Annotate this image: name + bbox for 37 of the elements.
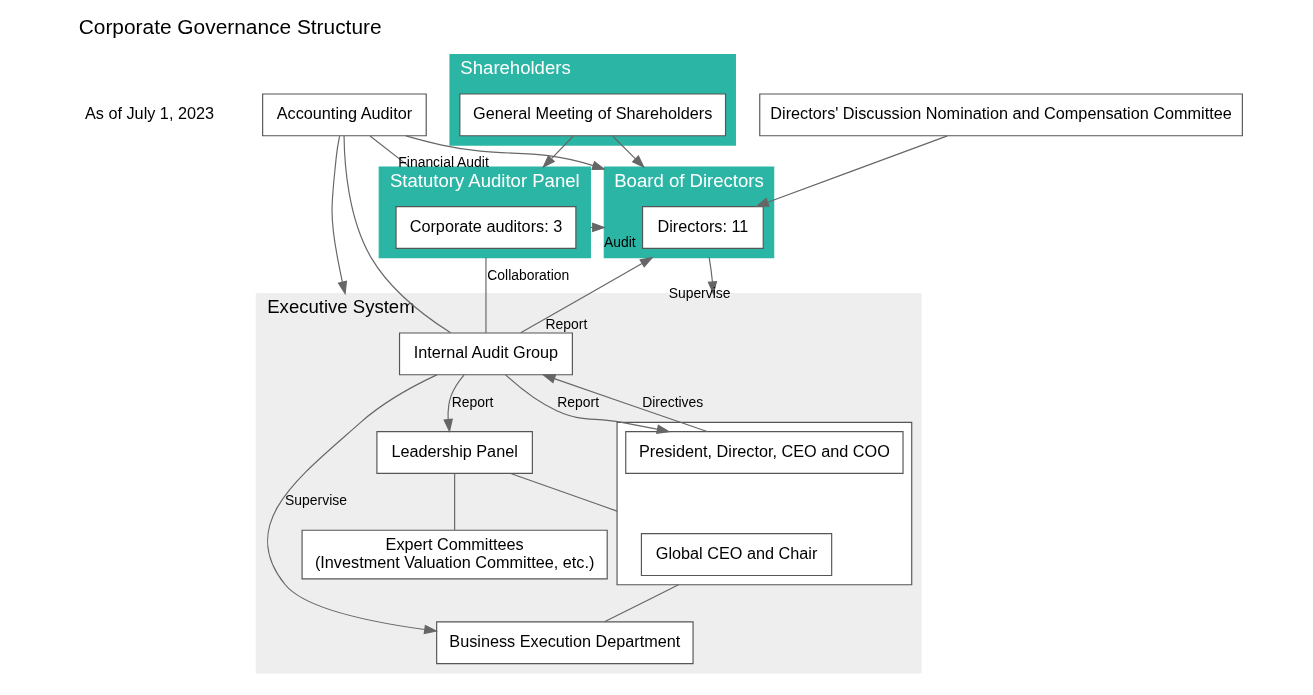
node-box: Accounting Auditor (262, 93, 427, 137)
edge-label: Report (557, 393, 600, 410)
edge-label: Collaboration (487, 267, 570, 284)
edge-label: Directives (642, 393, 704, 410)
node-box: General Meeting of Shareholders (459, 93, 727, 137)
arrow (443, 374, 465, 433)
node-box: Internal Audit Group (398, 332, 573, 376)
node-box: Corporate auditors: 3 (395, 205, 577, 249)
arrow (520, 256, 654, 334)
node-box: Leadership Panel (376, 431, 533, 474)
arrow (542, 135, 574, 169)
node-box: Directors' Discussion Nomination and Compensation Committee (759, 93, 1243, 137)
arrow (331, 135, 348, 296)
arrow (589, 222, 607, 233)
connector (485, 257, 487, 334)
connector (510, 472, 618, 512)
connector (343, 135, 452, 334)
edge-label: Report (451, 393, 494, 410)
edge-label: Report (545, 315, 588, 332)
node-box: President, Director, CEO and COO (625, 431, 904, 474)
arrow (754, 135, 948, 207)
edge-label: Audit (603, 233, 636, 250)
connector (603, 584, 680, 623)
arrow (612, 135, 645, 169)
node-box: Global CEO and Chair (640, 533, 833, 577)
arrow (504, 374, 671, 434)
edge-label: Supervise (285, 492, 347, 509)
arrow (541, 374, 708, 433)
connector (454, 473, 456, 531)
diagram-title: Corporate Governance Structure (78, 15, 382, 39)
connector (369, 135, 411, 168)
node-box: Directors: 11 (642, 205, 764, 249)
arrow (405, 135, 606, 171)
node-box: Business Execution Department (436, 621, 694, 665)
arrow (266, 374, 439, 635)
node-box: Expert Committees (Investment Valuation Committee, etc.) (301, 529, 608, 580)
label: As of July 1, 2023 (85, 104, 215, 123)
